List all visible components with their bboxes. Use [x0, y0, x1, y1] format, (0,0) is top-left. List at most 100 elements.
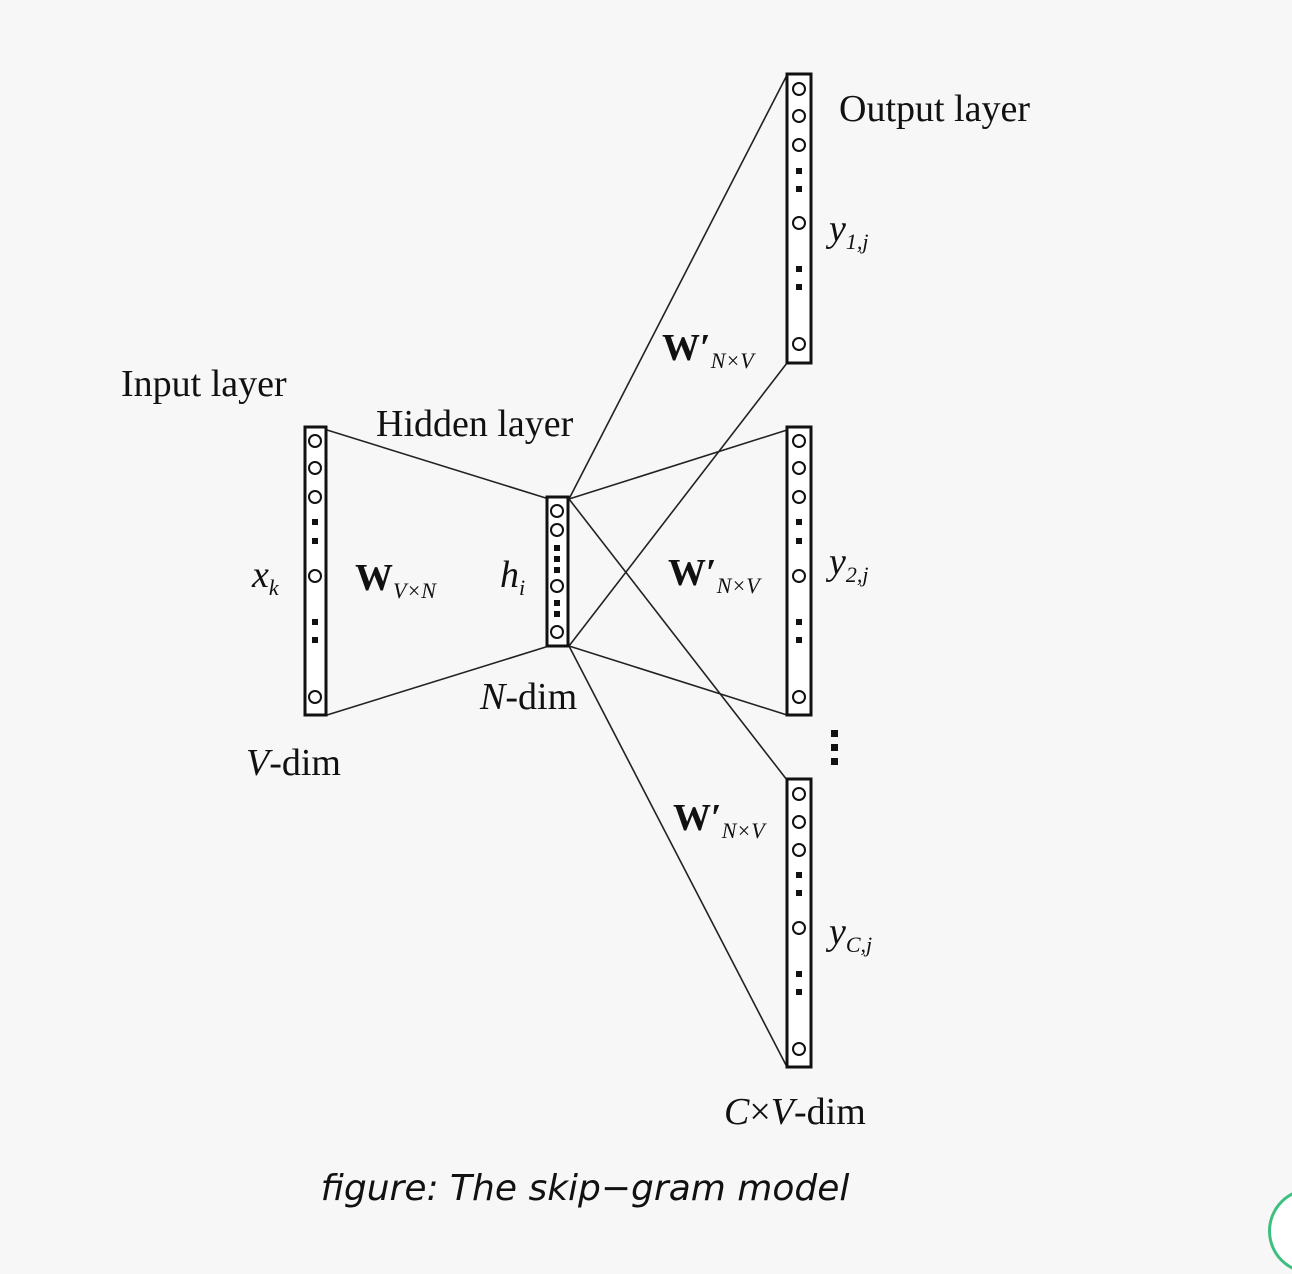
- neuron: [550, 579, 564, 593]
- w-in-subscript: V×N: [393, 578, 437, 603]
- y2-subscript: 2,j: [846, 562, 869, 587]
- ellipsis-dot: [796, 538, 802, 544]
- ellipsis-dot: [796, 872, 802, 878]
- neuron: [792, 843, 806, 857]
- ellipsis-dot: [554, 545, 560, 551]
- output-c-label: yC,j: [825, 911, 872, 957]
- cv-dim-v: V: [771, 1091, 798, 1133]
- output-layers-ellipsis: [831, 730, 838, 765]
- neuron: [550, 523, 564, 537]
- ellipsis-dot: [312, 619, 318, 625]
- v-dim-variable: V: [246, 742, 273, 784]
- ellipsis-dot: [831, 730, 838, 737]
- neuron: [792, 434, 806, 448]
- neuron: [792, 337, 806, 351]
- w-out-symbol: W′: [668, 552, 717, 594]
- y-symbol: y: [825, 541, 846, 583]
- connection-hidden-output1-bottom: [568, 362, 788, 647]
- y-symbol: y: [825, 911, 846, 953]
- v-dim-label: V-dim: [246, 742, 341, 784]
- ellipsis-dot: [796, 186, 802, 192]
- n-dim-label: N-dim: [479, 676, 577, 718]
- cv-dim-c: C: [724, 1091, 750, 1133]
- hidden-vector-label: hi: [500, 554, 525, 600]
- n-dim-suffix: -dim: [505, 676, 577, 718]
- neuron: [792, 1042, 806, 1056]
- input-vector-label: xk: [251, 554, 280, 600]
- ellipsis-dot: [831, 744, 838, 751]
- figure-caption: figure: The skip−gram model: [320, 1168, 850, 1209]
- ellipsis-dot: [312, 538, 318, 544]
- output-layer-2-neurons: [792, 434, 806, 704]
- connection-hidden-output2-top: [568, 429, 788, 500]
- neuron: [308, 434, 322, 448]
- neuron: [792, 690, 806, 704]
- ellipsis-dot: [796, 519, 802, 525]
- y1-subscript: 1,j: [846, 229, 869, 254]
- ellipsis-dot: [796, 890, 802, 896]
- neuron: [792, 490, 806, 504]
- y-symbol: y: [825, 208, 846, 250]
- neuron: [792, 815, 806, 829]
- w-out-subscript: N×V: [716, 573, 763, 598]
- neuron: [308, 461, 322, 475]
- h-subscript: i: [519, 575, 525, 600]
- ellipsis-dot: [312, 519, 318, 525]
- output-weight-label-1: W′N×V: [662, 327, 756, 373]
- output-2-label: y2,j: [825, 541, 869, 587]
- hidden-layer-label: Hidden layer: [376, 403, 574, 445]
- neuron: [792, 109, 806, 123]
- ellipsis-dot: [796, 266, 802, 272]
- output-weight-label-c: W′N×V: [673, 797, 767, 843]
- neuron: [792, 216, 806, 230]
- ellipsis-dot: [554, 567, 560, 573]
- connection-input-bottom-hidden: [326, 645, 550, 716]
- w-out-symbol: W′: [662, 327, 711, 369]
- hidden-layer-neurons: [550, 504, 564, 639]
- neuron: [308, 690, 322, 704]
- connection-input-top-hidden: [326, 429, 550, 500]
- neuron: [792, 569, 806, 583]
- neuron: [792, 921, 806, 935]
- input-weight-label: WV×N: [355, 557, 437, 603]
- neuron: [792, 787, 806, 801]
- w-out-subscript: N×V: [710, 348, 757, 373]
- input-layer-neurons: [308, 434, 322, 704]
- ellipsis-dot: [796, 989, 802, 995]
- v-dim-suffix: -dim: [269, 742, 341, 784]
- w-out-symbol: W′: [673, 797, 722, 839]
- ellipsis-dot: [796, 619, 802, 625]
- ellipsis-dot: [554, 556, 560, 562]
- n-dim-variable: N: [479, 676, 508, 718]
- w-out-subscript: N×V: [721, 818, 768, 843]
- neuron: [792, 138, 806, 152]
- connection-lines: [326, 74, 788, 1068]
- ellipsis-dot: [312, 637, 318, 643]
- ellipsis-dot: [796, 637, 802, 643]
- cv-dim-times: ×: [749, 1091, 770, 1133]
- ellipsis-dot: [554, 611, 560, 617]
- connection-hidden-output1-top: [568, 74, 788, 500]
- neuron: [792, 82, 806, 96]
- output-layer-label: Output layer: [839, 88, 1030, 130]
- cv-dim-suffix: -dim: [794, 1091, 866, 1133]
- neuron: [550, 504, 564, 518]
- input-layer-label: Input layer: [121, 363, 287, 405]
- ellipsis-dot: [796, 168, 802, 174]
- ellipsis-dot: [554, 600, 560, 606]
- neuron: [792, 461, 806, 475]
- x-symbol: x: [251, 554, 269, 596]
- neuron: [308, 490, 322, 504]
- output-layer-c-neurons: [792, 787, 806, 1056]
- connection-hidden-outputc-top: [568, 498, 788, 781]
- w-in-symbol: W: [355, 557, 393, 599]
- output-1-label: y1,j: [825, 208, 869, 254]
- ellipsis-dot: [796, 284, 802, 290]
- output-weight-label-2: W′N×V: [668, 552, 762, 598]
- neuron: [550, 625, 564, 639]
- connection-hidden-outputc-bottom: [568, 645, 788, 1068]
- neuron: [308, 569, 322, 583]
- yc-subscript: C,j: [846, 932, 872, 957]
- output-layer-1-neurons: [792, 82, 806, 351]
- ellipsis-dot: [796, 971, 802, 977]
